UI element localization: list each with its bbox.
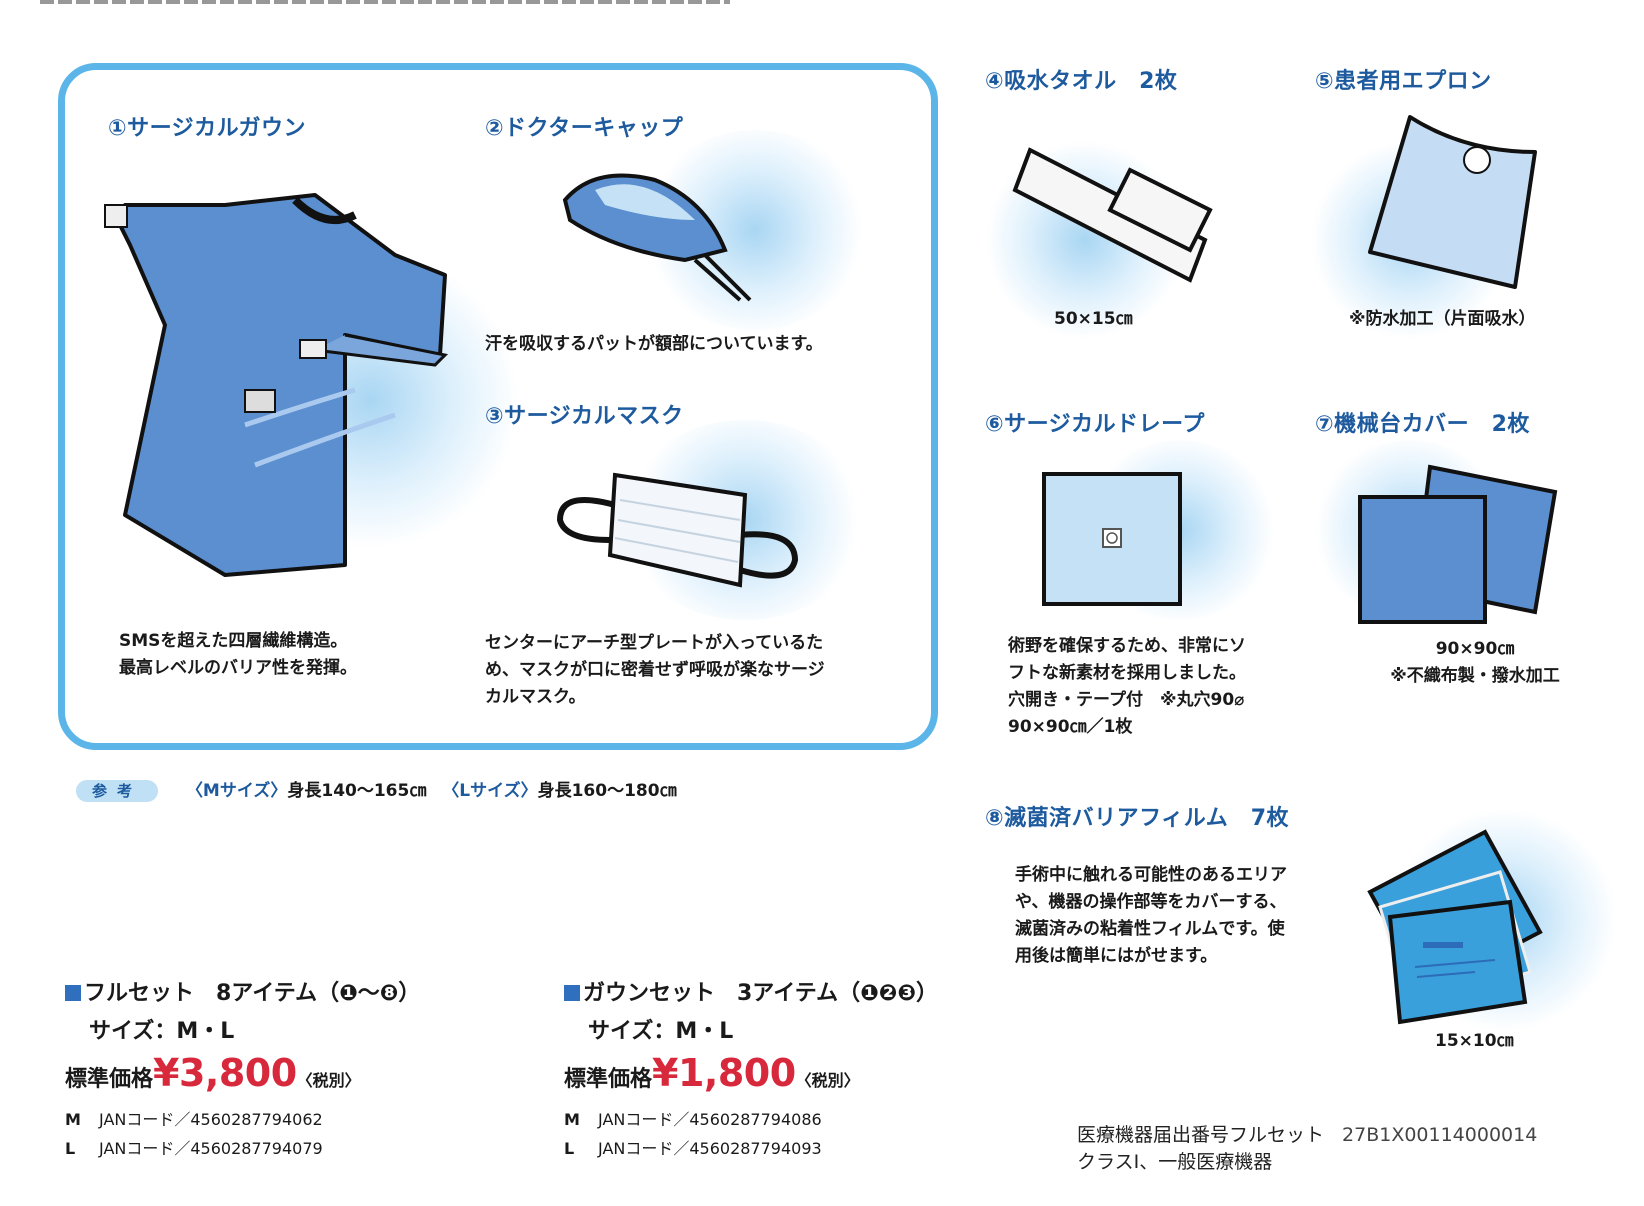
mask-illustration	[556, 472, 799, 588]
set-title: フルセット 8アイテム（❶〜❽）	[84, 981, 421, 1006]
jan-code: JANコード／4560287794086	[598, 1110, 822, 1129]
device-class: クラスI、一般医療機器	[1077, 1151, 1273, 1173]
gown-set-frame	[58, 63, 938, 750]
l-size-value: 身長160〜180㎝	[537, 781, 677, 801]
cap-description: 汗を吸収するパットが額部についています。	[485, 334, 823, 354]
reference-badge: 参考	[76, 780, 159, 802]
set-size: サイズ：M・L	[89, 1019, 235, 1044]
jan-size: L	[564, 1139, 575, 1158]
towel-illustration	[1012, 147, 1213, 283]
desc-line: 90×90㎝	[1435, 639, 1515, 659]
desc-line: 最高レベルのバリア性を発揮。	[119, 658, 357, 678]
gown-set-info: ガウンセット 3アイテム（❶❷❸） サイズ：M・L 標準価格¥1,800〈税別〉…	[564, 975, 938, 1163]
price-label: 標準価格	[65, 1067, 154, 1092]
item-heading-apron: ⑤患者用エプロン	[1315, 69, 1492, 94]
full-set-info: フルセット 8アイテム（❶〜❽） サイズ：M・L 標準価格¥3,800〈税別〉 …	[65, 975, 420, 1163]
apron-illustration	[1368, 115, 1537, 289]
jan-code: JANコード／4560287794093	[598, 1139, 822, 1158]
barrier-film-illustration	[1367, 829, 1543, 1025]
desc-line: ※不織布製・撥水加工	[1390, 666, 1560, 686]
gown-description: SMSを超えた四層繊維構造。 最高レベルのバリア性を発揮。	[119, 628, 357, 682]
registration-number: 27B1X00114000014	[1342, 1124, 1538, 1146]
jan-size: M	[65, 1110, 81, 1129]
jan-row: L JANコード／4560287794079	[65, 1134, 420, 1163]
desc-line: め、マスクが口に密着せず呼吸が楽なサージ	[485, 660, 825, 680]
m-size-label: 〈Mサイズ〉	[185, 781, 288, 801]
towel-size: 50×15㎝	[1054, 309, 1133, 329]
mask-description: センターにアーチ型プレートが入っているた め、マスクが口に密着せず呼吸が楽なサー…	[485, 630, 825, 711]
table-cover-illustration	[1358, 464, 1558, 624]
desc-line: 穴開き・テープ付 ※丸穴90⌀	[1008, 690, 1245, 710]
desc-line: カルマスク。	[485, 687, 586, 707]
apron-note: ※防水加工（片面吸水）	[1349, 309, 1536, 329]
desc-line: センターにアーチ型プレートが入っているた	[485, 633, 824, 653]
tax-note: 〈税別〉	[795, 1071, 860, 1090]
desc-line: 術野を確保するため、非常にソ	[1008, 636, 1246, 656]
desc-line: 滅菌済みの粘着性フィルムです。使	[1015, 919, 1285, 939]
desc-line: 用後は簡単にはがせます。	[1015, 946, 1218, 966]
set-price: ¥3,800	[153, 1051, 297, 1095]
item-heading-barrier-film: ⑧滅菌済バリアフィルム 7枚	[985, 806, 1290, 831]
desc-line: SMSを超えた四層繊維構造。	[119, 631, 348, 651]
registration-info: 医療機器届出番号フルセット 27B1X00114000014 クラスI、一般医療機…	[1077, 1122, 1537, 1176]
desc-line: 90×90㎝／1枚	[1008, 717, 1133, 737]
barrier-film-size: 15×10㎝	[1435, 1031, 1514, 1051]
jan-size: M	[564, 1110, 580, 1129]
jan-row: L JANコード／4560287794093	[564, 1134, 938, 1163]
table-cover-description: 90×90㎝ ※不織布製・撥水加工	[1355, 636, 1595, 690]
item-heading-drape: ⑥サージカルドレープ	[985, 412, 1205, 437]
jan-row: M JANコード／4560287794086	[564, 1105, 938, 1134]
registration-label: 医療機器届出番号フルセット	[1077, 1124, 1325, 1146]
set-price: ¥1,800	[652, 1051, 796, 1095]
l-size-label: 〈Lサイズ〉	[442, 781, 538, 801]
desc-line: 手術中に触れる可能性のあるエリア	[1015, 865, 1287, 885]
set-title: ガウンセット 3アイテム（❶❷❸）	[583, 981, 938, 1006]
item-heading-gown: ①サージカルガウン	[108, 116, 307, 141]
item-heading-mask: ③サージカルマスク	[485, 404, 684, 429]
jan-size: L	[65, 1139, 76, 1158]
square-bullet-icon	[564, 985, 580, 1001]
cropped-top-text	[40, 0, 730, 4]
cap-illustration	[562, 173, 752, 302]
barrier-film-description: 手術中に触れる可能性のあるエリア や、機器の操作部等をカバーする、 滅菌済みの粘…	[1015, 862, 1287, 970]
item-heading-cap: ②ドクターキャップ	[485, 116, 684, 141]
set-size: サイズ：M・L	[588, 1019, 734, 1044]
gown-illustration	[104, 193, 449, 577]
desc-line: や、機器の操作部等をカバーする、	[1015, 892, 1287, 912]
m-size-value: 身長140〜165㎝	[287, 781, 427, 801]
drape-description: 術野を確保するため、非常にソ フトな新素材を採用しました。 穴開き・テープ付 ※…	[1008, 633, 1246, 741]
tax-note: 〈税別〉	[296, 1071, 361, 1090]
jan-code: JANコード／4560287794079	[99, 1139, 323, 1158]
desc-line: フトな新素材を採用しました。	[1008, 663, 1246, 683]
drape-illustration	[1042, 472, 1182, 606]
square-bullet-icon	[65, 985, 81, 1001]
size-reference: 参考 〈Mサイズ〉身長140〜165㎝ 〈Lサイズ〉身長160〜180㎝	[76, 776, 677, 802]
item-heading-towel: ④吸水タオル 2枚	[985, 69, 1178, 94]
jan-row: M JANコード／4560287794062	[65, 1105, 420, 1134]
item-heading-table-cover: ⑦機械台カバー 2枚	[1315, 412, 1530, 437]
price-label: 標準価格	[564, 1067, 653, 1092]
jan-code: JANコード／4560287794062	[99, 1110, 323, 1129]
